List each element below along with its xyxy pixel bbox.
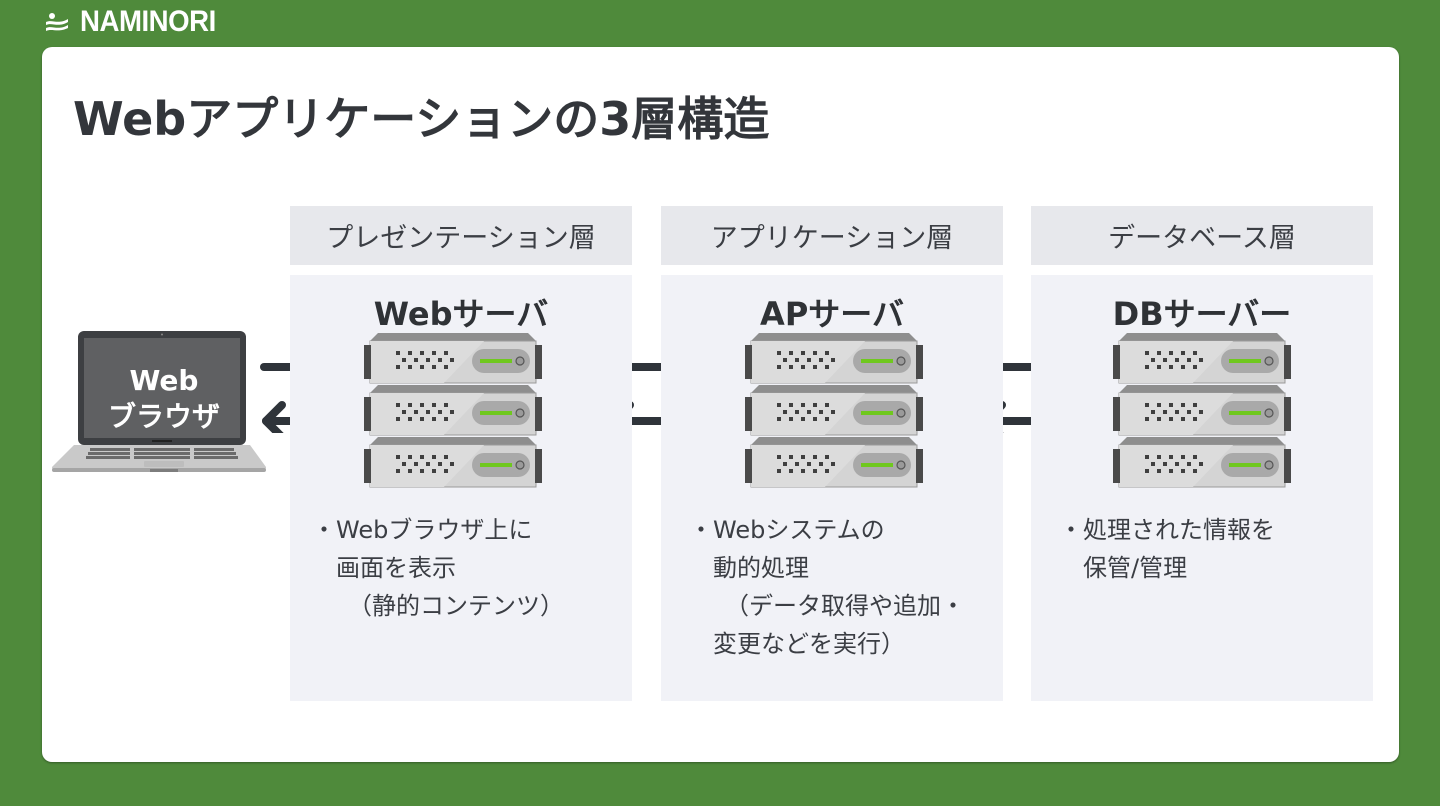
server-name: Webサーバ: [373, 295, 549, 333]
tier-description: ・処理された情報を 保管/管理: [1059, 511, 1275, 587]
wave-rider-logo-icon: [46, 13, 68, 31]
description-line: 動的処理: [713, 554, 809, 582]
laptop-icon: [52, 331, 266, 472]
description-line: ・Webシステムの: [689, 516, 885, 544]
description-line: 保管/管理: [1083, 554, 1188, 582]
server-name: DBサーバー: [1112, 295, 1292, 333]
web-browser-client: Web ブラウザ: [48, 331, 268, 477]
slide-title: Webアプリケーションの3層構造: [73, 92, 770, 146]
server-name: APサーバ: [760, 295, 904, 333]
description-line: ・Webブラウザ上に: [312, 516, 533, 544]
description-line: 変更などを実行）: [713, 630, 905, 658]
description-line: 画面を表示: [336, 554, 456, 582]
brand: NAMINORI: [44, 4, 228, 40]
tier-application: APサーバ ・Webシステムの 動的処理 （データ取得や追加・ 変更などを実行）: [661, 275, 1003, 701]
brand-name: NAMINORI: [80, 5, 216, 38]
server-rack-icon: [364, 333, 542, 491]
slide-card: Webアプリケーションの3層構造 Web: [42, 47, 1399, 762]
description-line: （データ取得や追加・: [725, 592, 965, 620]
laptop-label-line1: Web: [129, 364, 199, 397]
tier-header-application: アプリケーション層: [661, 206, 1003, 265]
description-line: （静的コンテンツ）: [348, 592, 564, 620]
laptop-label-line2: ブラウザ: [107, 400, 220, 433]
tier-description: ・Webシステムの 動的処理 （データ取得や追加・ 変更などを実行）: [689, 511, 965, 663]
tier-presentation: Webサーバ ・Webブラウザ上に 画面を表示 （静的コンテンツ）: [290, 275, 632, 701]
description-line: ・処理された情報を: [1059, 516, 1275, 544]
server-rack-icon: [1113, 333, 1291, 491]
server-rack-icon: [745, 333, 923, 491]
tier-database: DBサーバー ・処理された情報を 保管/管理: [1031, 275, 1373, 701]
laptop-screen-label: Web ブラウザ: [84, 351, 244, 447]
tier-header-presentation: プレゼンテーション層: [290, 206, 632, 265]
tier-header-database: データベース層: [1031, 206, 1373, 265]
tier-description: ・Webブラウザ上に 画面を表示 （静的コンテンツ）: [312, 511, 564, 625]
